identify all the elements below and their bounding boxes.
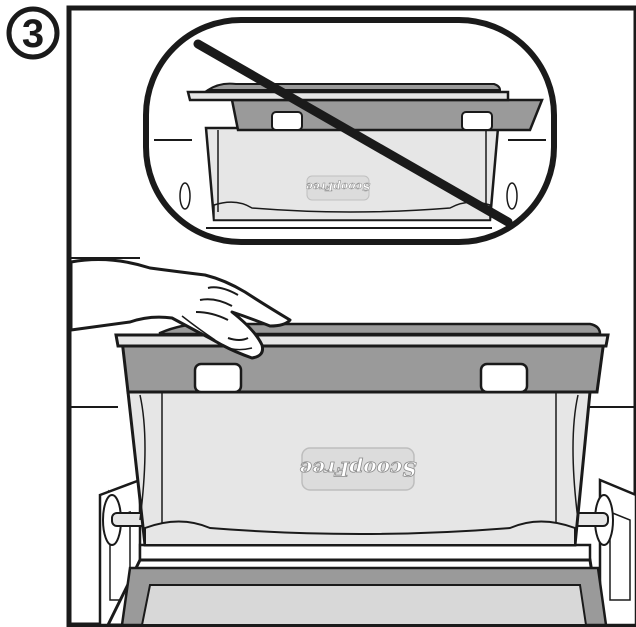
- step-number: 3: [22, 12, 44, 56]
- litter-box-base: [98, 478, 636, 627]
- brand-logo-text: ScoopFree: [299, 457, 416, 481]
- background-lines: [71, 257, 634, 408]
- inset-brand-logo-text: ScoopFree: [306, 180, 370, 193]
- hand-icon: [69, 258, 292, 360]
- brand-logo: ScoopFree: [299, 447, 417, 491]
- no-sign-icon: [193, 39, 513, 227]
- tray: ScoopFree: [114, 322, 610, 547]
- step-number-badge: 3: [6, 6, 60, 60]
